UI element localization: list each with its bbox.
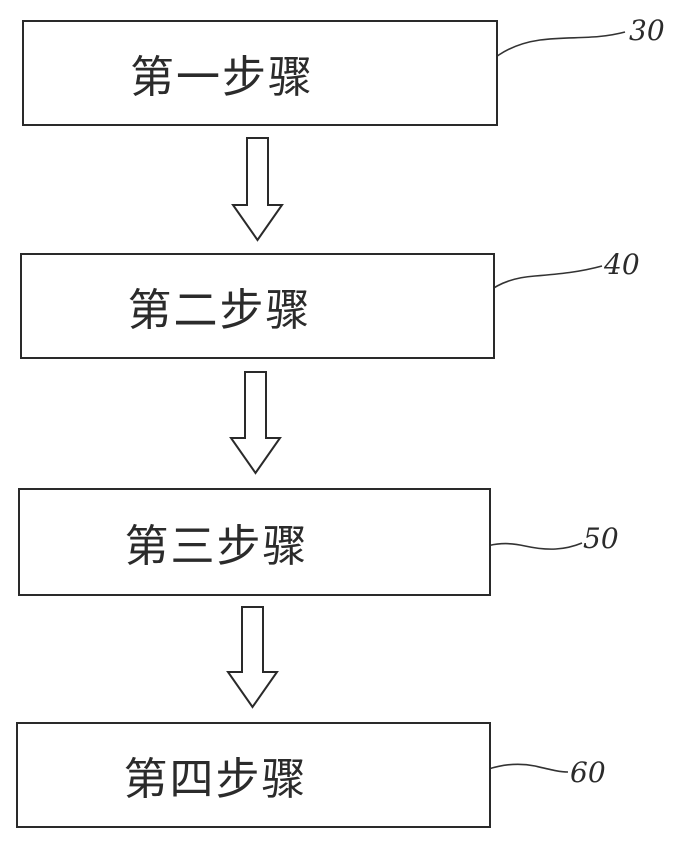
step-label-3: 第三步骤 — [124, 521, 309, 572]
ref-numeral-60: 60 — [570, 756, 606, 789]
ref-numeral-50: 50 — [583, 522, 619, 555]
step-box-3: 第三步骤 — [18, 488, 491, 596]
step-label-2: 第二步骤 — [127, 285, 312, 336]
step-label-4: 第四步骤 — [123, 754, 308, 805]
ref-numeral-30: 30 — [629, 14, 665, 47]
step-box-2: 第二步骤 — [20, 253, 495, 359]
step-box-4: 第四步骤 — [16, 722, 491, 828]
ref-numeral-40: 40 — [604, 248, 640, 281]
step-box-1: 第一步骤 — [22, 20, 498, 126]
down-arrow-1 — [231, 137, 284, 242]
down-arrow-2 — [229, 371, 282, 475]
down-arrow-3 — [226, 606, 279, 709]
step-label-1: 第一步骤 — [130, 52, 314, 103]
